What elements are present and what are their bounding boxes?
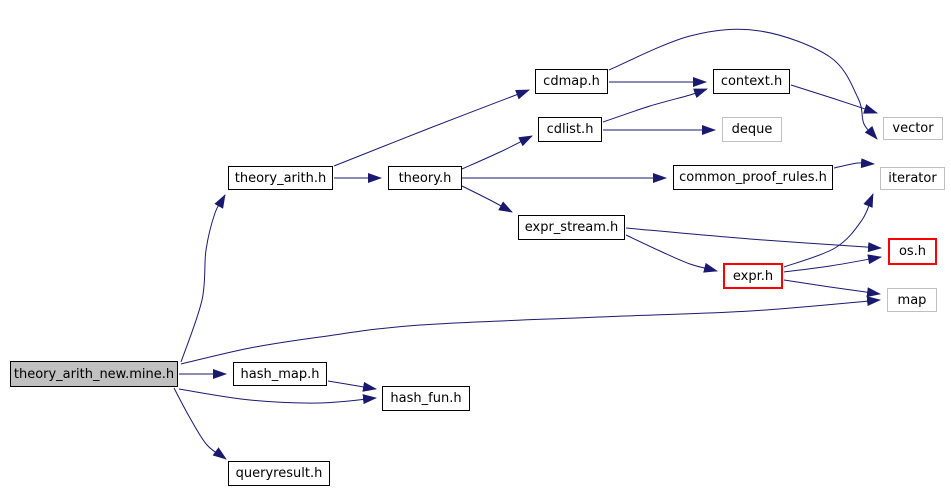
edge-common-proof-rules-h-to-iterator — [833, 158, 875, 169]
edge-theory-h-to-expr-stream-h — [461, 185, 513, 213]
edge-expr-h-to-map — [783, 279, 881, 298]
edge-theory-arith-new-mine-h-to-theory-arith-h — [180, 194, 226, 363]
edge-theory-h-to-cdlist-h — [461, 135, 533, 170]
edge-context-h-to-vector — [790, 84, 878, 114]
edge-theory-arith-new-mine-h-to-map — [180, 296, 881, 365]
edge-theory-arith-new-mine-h-to-queryresult-h — [173, 387, 227, 460]
node-os-h[interactable]: os.h — [888, 238, 937, 265]
node-iterator: iterator — [880, 167, 945, 190]
node-queryresult-h[interactable]: queryresult.h — [228, 461, 330, 486]
node-expr-stream-h[interactable]: expr_stream.h — [518, 215, 625, 240]
node-common-proof-rules-h[interactable]: common_proof_rules.h — [673, 165, 833, 190]
edge-theory-arith-h-to-cdmap-h — [333, 89, 530, 167]
node-map: map — [887, 288, 937, 312]
node-cdmap-h[interactable]: cdmap.h — [535, 69, 608, 94]
node-cdlist-h[interactable]: cdlist.h — [538, 117, 602, 142]
node-deque: deque — [722, 117, 782, 142]
node-theory-arith-h[interactable]: theory_arith.h — [228, 166, 333, 190]
node-context-h[interactable]: context.h — [713, 69, 790, 94]
edge-expr-h-to-iterator — [783, 193, 874, 268]
edge-expr-stream-h-to-expr-h — [625, 234, 718, 273]
edge-expr-h-to-os-h — [783, 254, 882, 273]
edge-hash-map-h-to-hash-fun-h — [327, 380, 377, 392]
node-hash-fun-h[interactable]: hash_fun.h — [382, 386, 470, 411]
edge-cdmap-h-to-vector — [608, 28, 878, 140]
node-theory-arith-new-mine-h: theory_arith_new.mine.h — [10, 361, 178, 387]
node-theory-h[interactable]: theory.h — [388, 166, 462, 190]
edge-theory-arith-new-mine-h-to-hash-fun-h — [178, 388, 377, 405]
node-expr-h[interactable]: expr.h — [723, 263, 783, 289]
node-vector: vector — [883, 117, 943, 140]
edge-expr-stream-h-to-os-h — [625, 227, 882, 253]
node-hash-map-h[interactable]: hash_map.h — [233, 362, 327, 386]
edge-cdlist-h-to-context-h — [602, 88, 708, 123]
